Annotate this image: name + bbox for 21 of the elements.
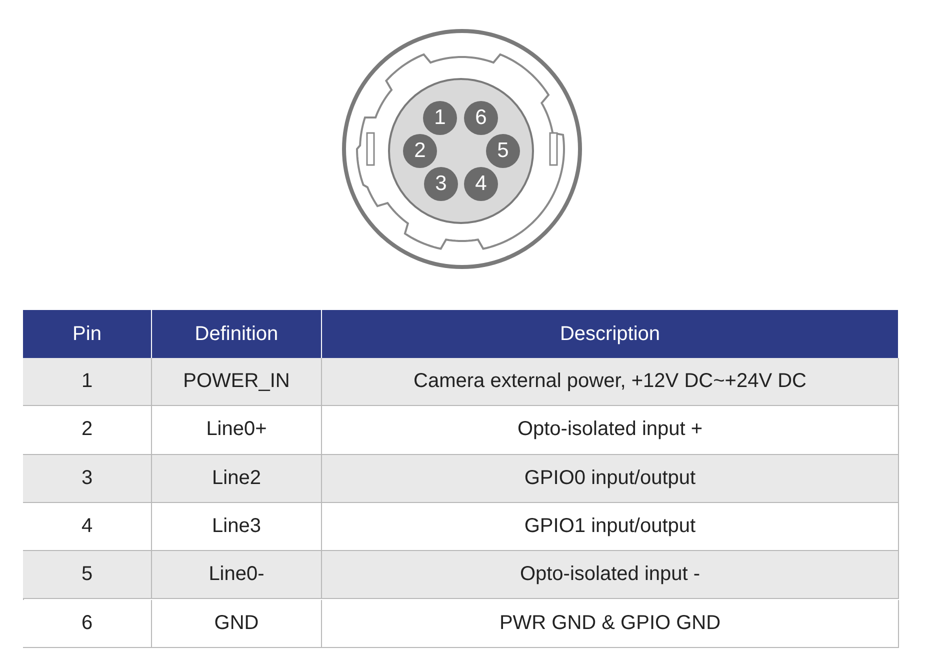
table-cell: POWER_IN	[152, 358, 322, 406]
table-cell: 6	[23, 600, 152, 648]
table-cell: Line0+	[152, 406, 322, 455]
table-cell: PWR GND & GPIO GND	[322, 600, 899, 648]
table-cell: 2	[23, 406, 152, 455]
table-cell: 4	[23, 502, 152, 552]
table-cell: Line3	[152, 502, 322, 552]
table-cell: GPIO1 input/output	[322, 502, 899, 552]
column-header: Pin	[23, 310, 152, 358]
table-cell: 3	[23, 454, 152, 503]
table-cell: Line2	[152, 454, 322, 503]
table-cell: 1	[23, 358, 152, 406]
column-header: Description	[322, 310, 899, 358]
table-cell: Line0-	[152, 551, 322, 600]
table-cell: Opto-isolated input -	[322, 551, 899, 600]
column-header: Definition	[152, 310, 322, 358]
table-cell: GND	[152, 600, 322, 648]
table-cell: Camera external power, +12V DC~+24V DC	[322, 358, 899, 406]
table-cell: GPIO0 input/output	[322, 454, 899, 503]
table-cell: 5	[23, 551, 152, 600]
table-cell: Opto-isolated input +	[322, 406, 899, 455]
